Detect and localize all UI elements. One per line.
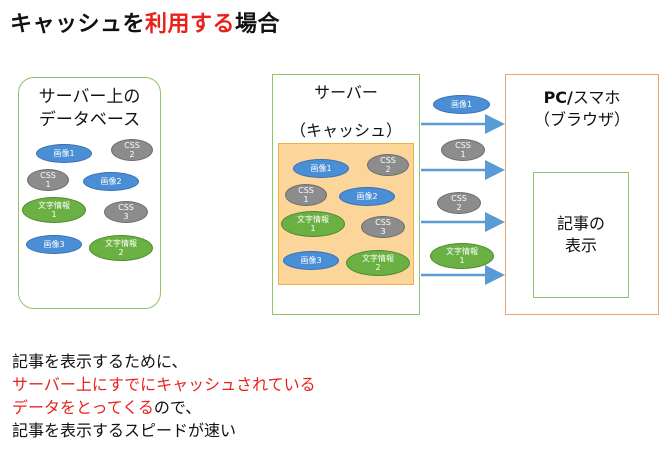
article-label: 記事の 表示	[556, 214, 605, 255]
transfer-item-image1: 画像1	[433, 95, 490, 114]
page-title: キャッシュを利用する場合	[10, 6, 280, 38]
title-part1: キャッシュを	[10, 12, 146, 37]
article-box: 記事の 表示	[533, 172, 629, 298]
cache-label: （キャッシュ）	[289, 121, 402, 140]
caption: 記事を表示するために、 サーバー上にすでにキャッシュされている データをとってく…	[12, 350, 316, 442]
client-label-bold: PC/	[543, 88, 573, 107]
client-label: PC/スマホ （ブラウザ）	[506, 87, 658, 131]
client-sublabel: （ブラウザ）	[533, 110, 630, 129]
caption-line2: サーバー上にすでにキャッシュされている	[12, 375, 316, 394]
database-label-line2: データベース	[38, 110, 141, 130]
db-item-image2: 画像2	[83, 172, 139, 191]
server-box: サーバー （キャッシュ）	[272, 74, 420, 315]
caption-line4: 記事を表示するスピードが速い	[12, 421, 237, 440]
cache-item-image1: 画像1	[293, 159, 349, 178]
client-label-rest: スマホ	[572, 88, 621, 107]
db-item-image3: 画像3	[26, 235, 82, 254]
cache-item-image3: 画像3	[283, 251, 339, 270]
db-item-image1: 画像1	[36, 144, 92, 163]
caption-line3: データをとってくるので、	[12, 398, 202, 417]
client-box: PC/スマホ （ブラウザ）	[505, 74, 659, 315]
title-highlight: 利用する	[145, 12, 236, 37]
server-label: サーバー	[314, 83, 378, 102]
title-part2: 場合	[235, 12, 281, 37]
database-label-line1: サーバー上の	[38, 87, 141, 107]
database-label: サーバー上の データベース	[19, 86, 160, 132]
caption-line1: 記事を表示するために、	[12, 352, 188, 371]
database-box: サーバー上の データベース	[18, 77, 161, 309]
cache-item-image2: 画像2	[339, 187, 395, 206]
